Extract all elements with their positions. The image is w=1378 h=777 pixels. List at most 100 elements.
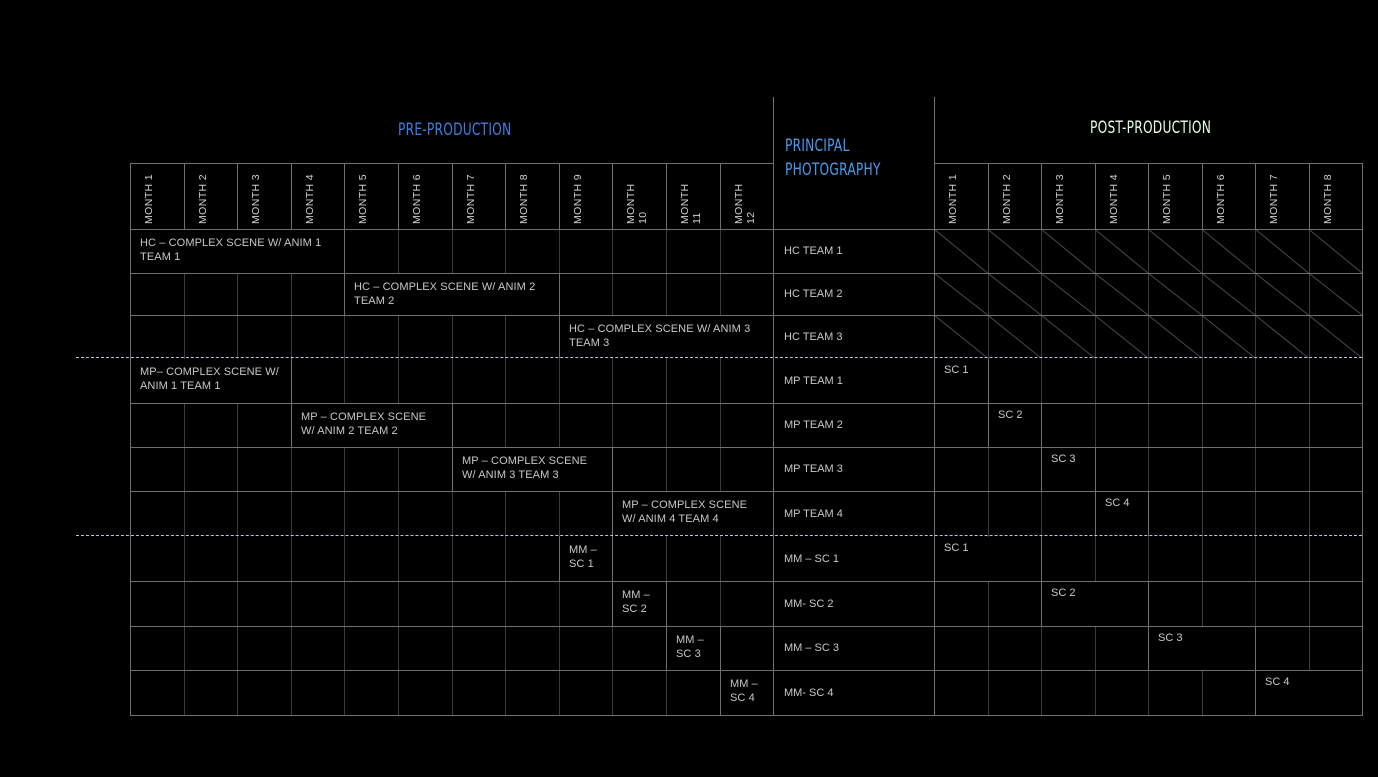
grid-line-faint: [1148, 163, 1149, 715]
hatch-line: [933, 228, 988, 274]
pre-block-label: MP – COMPLEX SCENE W/ ANIM 2 TEAM 2: [301, 411, 427, 437]
pre-block-edge: [720, 670, 721, 715]
grid-line-faint: [559, 163, 560, 715]
month-divider: [720, 163, 721, 229]
post-month-label: MONTH 2: [1001, 173, 1013, 224]
pre-month-label: MONTH 5: [357, 173, 369, 224]
grid-line: [130, 403, 1362, 404]
hatch-line: [1308, 228, 1363, 274]
principal-cell-label: MP TEAM 4: [784, 508, 843, 520]
grid-line-faint: [720, 163, 721, 715]
principal-cell-label: MM – SC 1: [784, 553, 840, 565]
post-block-mask: [935, 359, 988, 403]
principal-cell-label: HC TEAM 1: [784, 245, 843, 257]
grid-line: [130, 491, 1362, 492]
post-block-edge: [1095, 447, 1096, 491]
pre-month-label: MONTH 4: [304, 173, 316, 224]
pre-month-label: MONTH 2: [197, 173, 209, 224]
month-divider: [559, 163, 560, 229]
post-block-edge: [1041, 447, 1042, 491]
month-divider: [1095, 163, 1096, 229]
pre-month-label: MONTH 8: [518, 173, 530, 224]
pre-block-mask: [131, 359, 291, 403]
pre-block-edge: [612, 536, 613, 581]
hatch-line: [1201, 314, 1256, 359]
grid-line-faint: [237, 163, 238, 715]
hatch-line: [1094, 314, 1149, 359]
grid-line: [130, 315, 1362, 316]
month-divider: [666, 163, 667, 229]
month-divider: [612, 163, 613, 229]
post-block-label: SC 4: [1105, 497, 1130, 509]
hatch-line: [1201, 272, 1256, 316]
post-month-label: MONTH 6: [1215, 173, 1227, 224]
post-production-header: POST-PRODUCTION: [1090, 118, 1212, 138]
post-block-edge: [1041, 403, 1042, 447]
pre-block-mask: [667, 627, 720, 670]
pre-block-edge: [612, 581, 613, 626]
hatch-line: [1147, 228, 1202, 274]
hatch-line: [933, 272, 988, 316]
post-block-label: SC 1: [944, 542, 969, 554]
pre-block-label: MM – SC 1: [569, 544, 597, 570]
pre-block-edge: [666, 581, 667, 626]
pre-month-label: MONTH 7: [465, 173, 477, 224]
grid-line-faint: [1202, 163, 1203, 715]
principal-cell-label: MP TEAM 2: [784, 419, 843, 431]
pre-block-edge: [344, 229, 345, 273]
hatch-line: [1254, 314, 1309, 359]
grid-border: [934, 97, 935, 716]
post-block-edge: [988, 403, 989, 447]
pre-block-edge: [559, 315, 560, 358]
principal-cell-label: MM- SC 4: [784, 687, 834, 699]
post-block-mask: [1256, 671, 1362, 715]
post-block-edge: [1041, 581, 1042, 626]
month-divider: [1309, 163, 1310, 229]
post-month-label: MONTH 3: [1054, 173, 1066, 224]
month-divider: [452, 163, 453, 229]
principal-cell-label: MP TEAM 1: [784, 375, 843, 387]
pre-month-label: MONTH 12: [733, 183, 757, 225]
pre-block-mask: [613, 582, 666, 626]
pre-month-label: MONTH 6: [411, 173, 423, 224]
post-month-label: MONTH 4: [1108, 173, 1120, 224]
pre-block-edge: [452, 403, 453, 447]
post-block-label: SC 1: [944, 364, 969, 376]
post-month-label: MONTH 5: [1161, 173, 1173, 224]
post-block-mask: [935, 537, 1041, 581]
pre-block-edge: [720, 626, 721, 670]
pre-block-edge: [559, 273, 560, 315]
grid-border: [773, 97, 774, 716]
grid-line: [130, 273, 1362, 274]
hatch-line: [1147, 272, 1202, 316]
principal-cell-label: HC TEAM 3: [784, 331, 843, 343]
hatch-line: [1308, 272, 1363, 316]
pre-block-edge: [666, 626, 667, 670]
pre-block-edge: [344, 273, 345, 315]
pre-block-label: MP – COMPLEX SCENE W/ ANIM 4 TEAM 4: [622, 499, 748, 525]
principal-cell-label: MP TEAM 3: [784, 463, 843, 475]
pre-block-edge: [291, 403, 292, 447]
pre-block-mask: [292, 404, 452, 447]
hatch-line: [1308, 314, 1363, 359]
pre-block-edge: [452, 447, 453, 491]
grid-line-faint: [1309, 163, 1310, 715]
principal-cell-label: MM – SC 3: [784, 642, 840, 654]
grid-line: [130, 447, 1362, 448]
pre-block-label: MP – COMPLEX SCENE W/ ANIM 3 TEAM 3: [462, 455, 588, 481]
grid-line-faint: [1095, 163, 1096, 715]
hatch-line: [1094, 228, 1149, 274]
hatch-line: [987, 272, 1042, 316]
post-month-label: MONTH 7: [1268, 173, 1280, 224]
pre-block-label: MM – SC 3: [676, 634, 704, 660]
grid-line: [130, 229, 1362, 230]
grid-line-faint: [1255, 163, 1256, 715]
pre-block-label: HC – COMPLEX SCENE W/ ANIM 3 TEAM 3: [569, 323, 751, 349]
pre-month-label: MONTH 9: [572, 173, 584, 224]
group-divider: [76, 535, 1362, 536]
post-block-mask: [1096, 492, 1149, 536]
grid-border: [1362, 163, 1363, 716]
grid-border: [130, 163, 131, 716]
month-divider: [237, 163, 238, 229]
